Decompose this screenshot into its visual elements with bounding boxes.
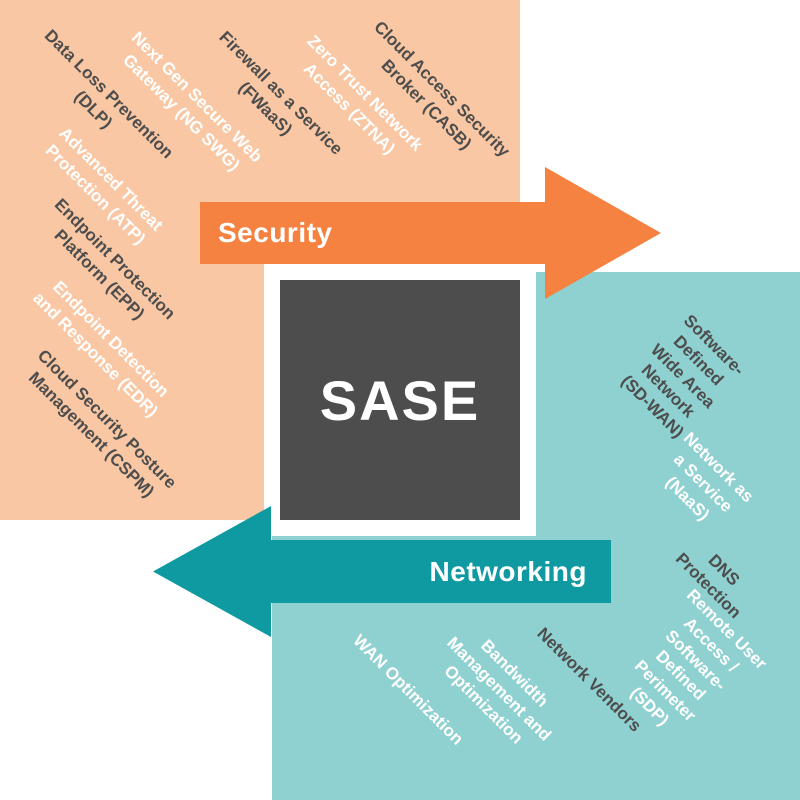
networking-arrow-label: Networking [429,555,587,587]
networking-arrowhead-icon [153,506,271,637]
security-arrow-label: Security [218,217,333,248]
sase-label: SASE [319,368,481,432]
security-arrow-band: Security [200,202,546,264]
sase-center-square: SASE [264,264,536,536]
networking-arrow-band: Networking [270,540,611,603]
